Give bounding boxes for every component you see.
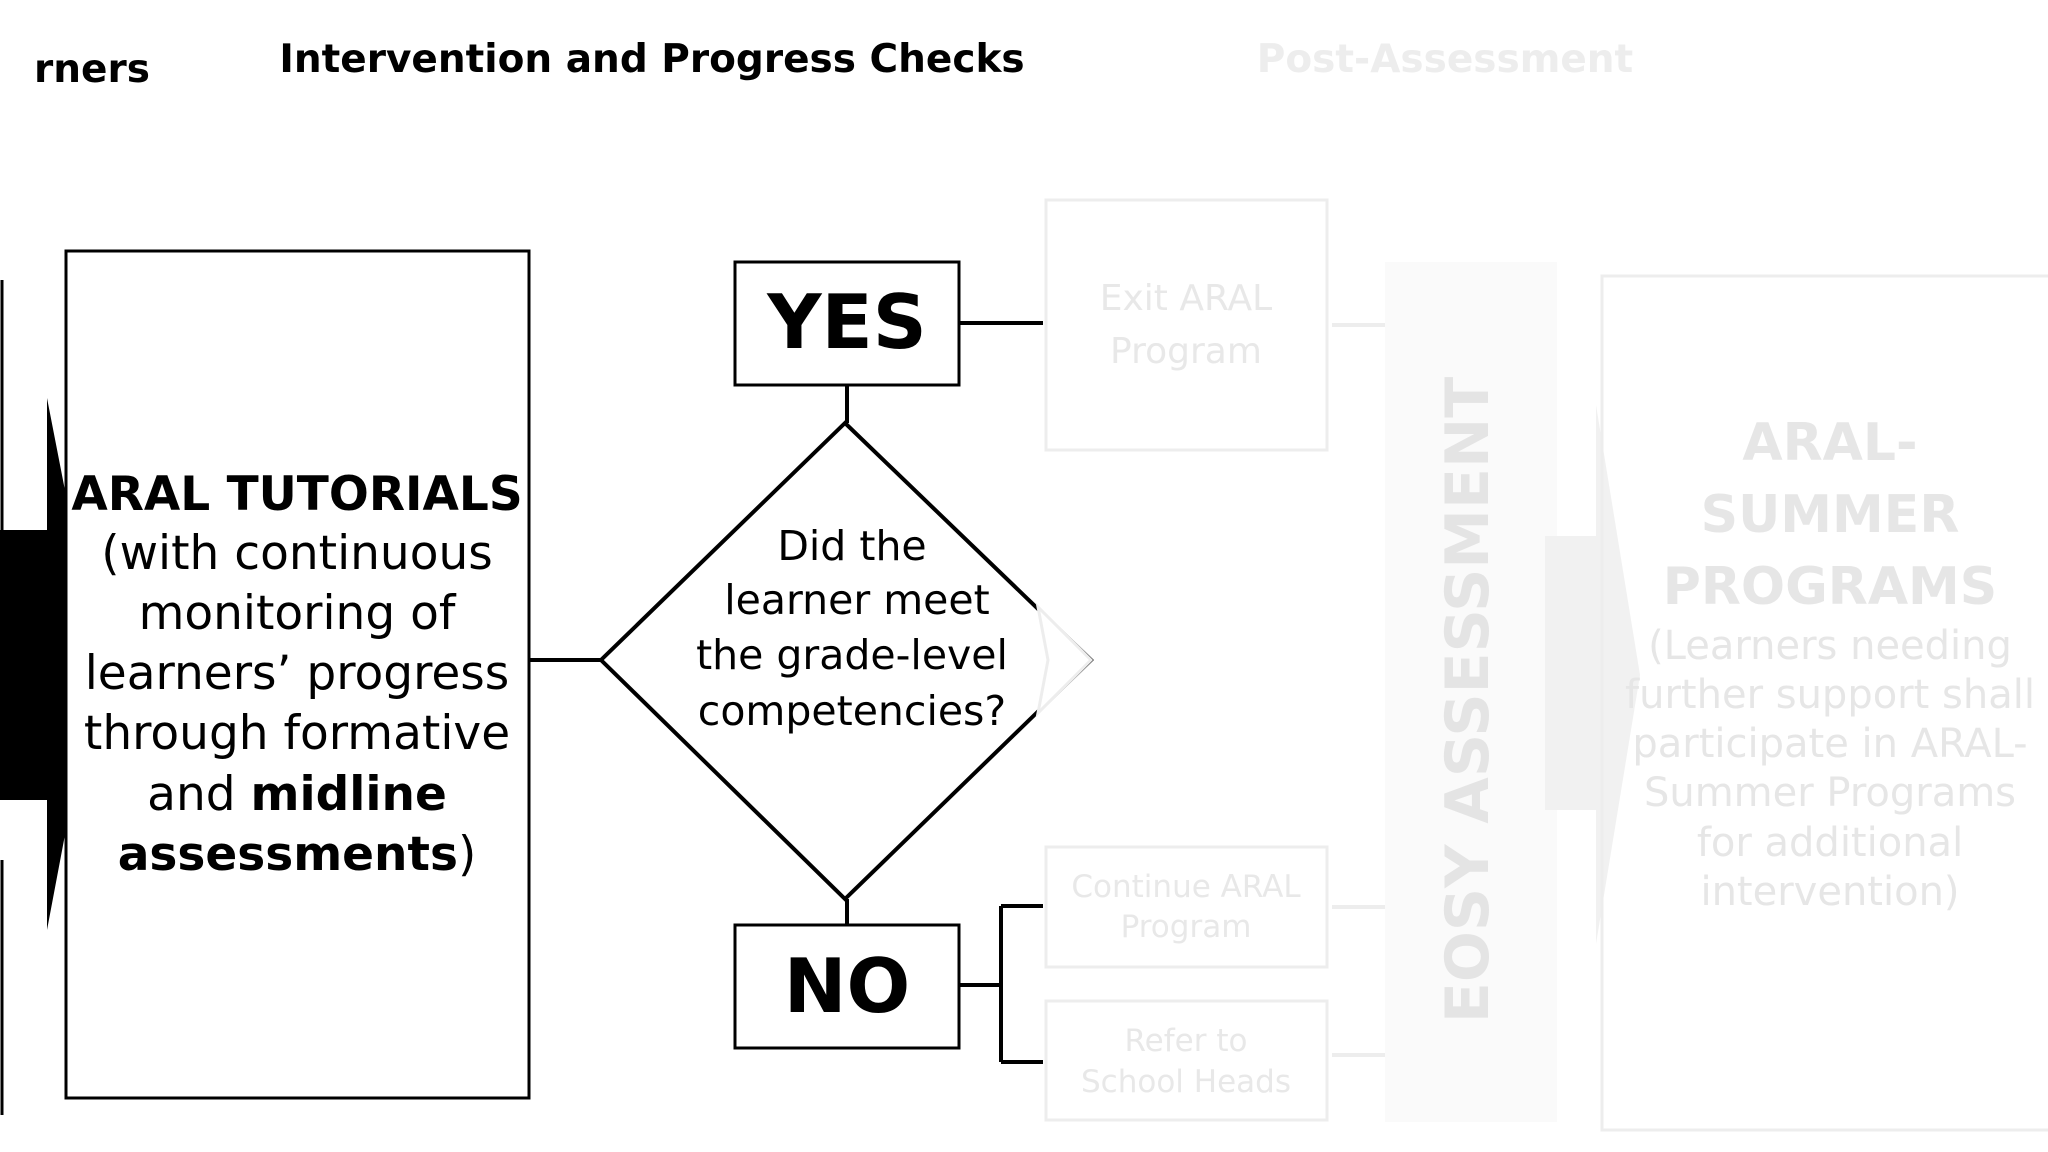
refer-line2: School Heads [1081,1064,1291,1100]
summer-title1: ARAL- [1742,413,1917,473]
big-right-arrow [0,398,98,930]
exit-program-box [1044,198,1329,452]
continue-line2: Program [1121,909,1252,945]
header-learners: rners [34,47,150,92]
tutorials-line4: through formative [84,706,510,761]
tutorials-title: ARAL TUTORIALS [71,467,522,522]
tutorials-line2: monitoring of [139,586,457,641]
summer-line2: further support shall [1625,672,2035,718]
summer-line3: participate in ARAL- [1632,721,2027,767]
continue-program-box [1044,845,1329,969]
decision-diamond-faded-tip [1035,602,1094,718]
summer-title3: PROGRAMS [1663,557,1998,617]
exit-line2: Program [1110,331,1262,372]
header-intervention: Intervention and Progress Checks [279,37,1024,82]
summer-line1: (Learners needing [1648,623,2012,669]
no-label: NO [784,942,911,1030]
refer-heads-box [1044,999,1329,1122]
summer-line6: intervention) [1700,869,1959,915]
eosy-label: EOSY ASSESSMENT [1433,377,1503,1023]
eosy-column [1385,262,1557,1122]
exit-line1: Exit ARAL [1100,278,1272,319]
faded-big-arrow [1545,405,1640,944]
tutorials-line6: assessments) [118,827,477,882]
tutorials-line6-bold: assessments [118,827,458,882]
decision-line1: Did the [777,522,926,570]
decision-line4: competencies? [698,687,1006,735]
yes-label: YES [766,278,927,366]
tutorials-line5-a: and [147,767,250,822]
no-box [733,923,961,1050]
header-post-assessment: Post-Assessment [1257,37,1633,82]
refer-line1: Refer to [1125,1023,1248,1059]
continue-line1: Continue ARAL [1071,869,1301,905]
summer-programs-box [1600,274,2048,1132]
tutorials-line3: learners’ progress [85,646,510,701]
decision-line2: learner meet [724,576,989,624]
tutorials-line5: and midline [147,767,447,822]
summer-line4: Summer Programs [1644,770,2016,816]
summer-line5: for additional [1697,820,1963,866]
aral-tutorials-box [64,249,531,1100]
tutorials-line6-close: ) [458,827,476,882]
tutorials-line5-b: midline [251,767,447,822]
summer-title2: SUMMER [1701,485,1960,545]
decision-line3: the grade-level [696,631,1008,679]
tutorials-line1: (with continuous [101,526,492,581]
